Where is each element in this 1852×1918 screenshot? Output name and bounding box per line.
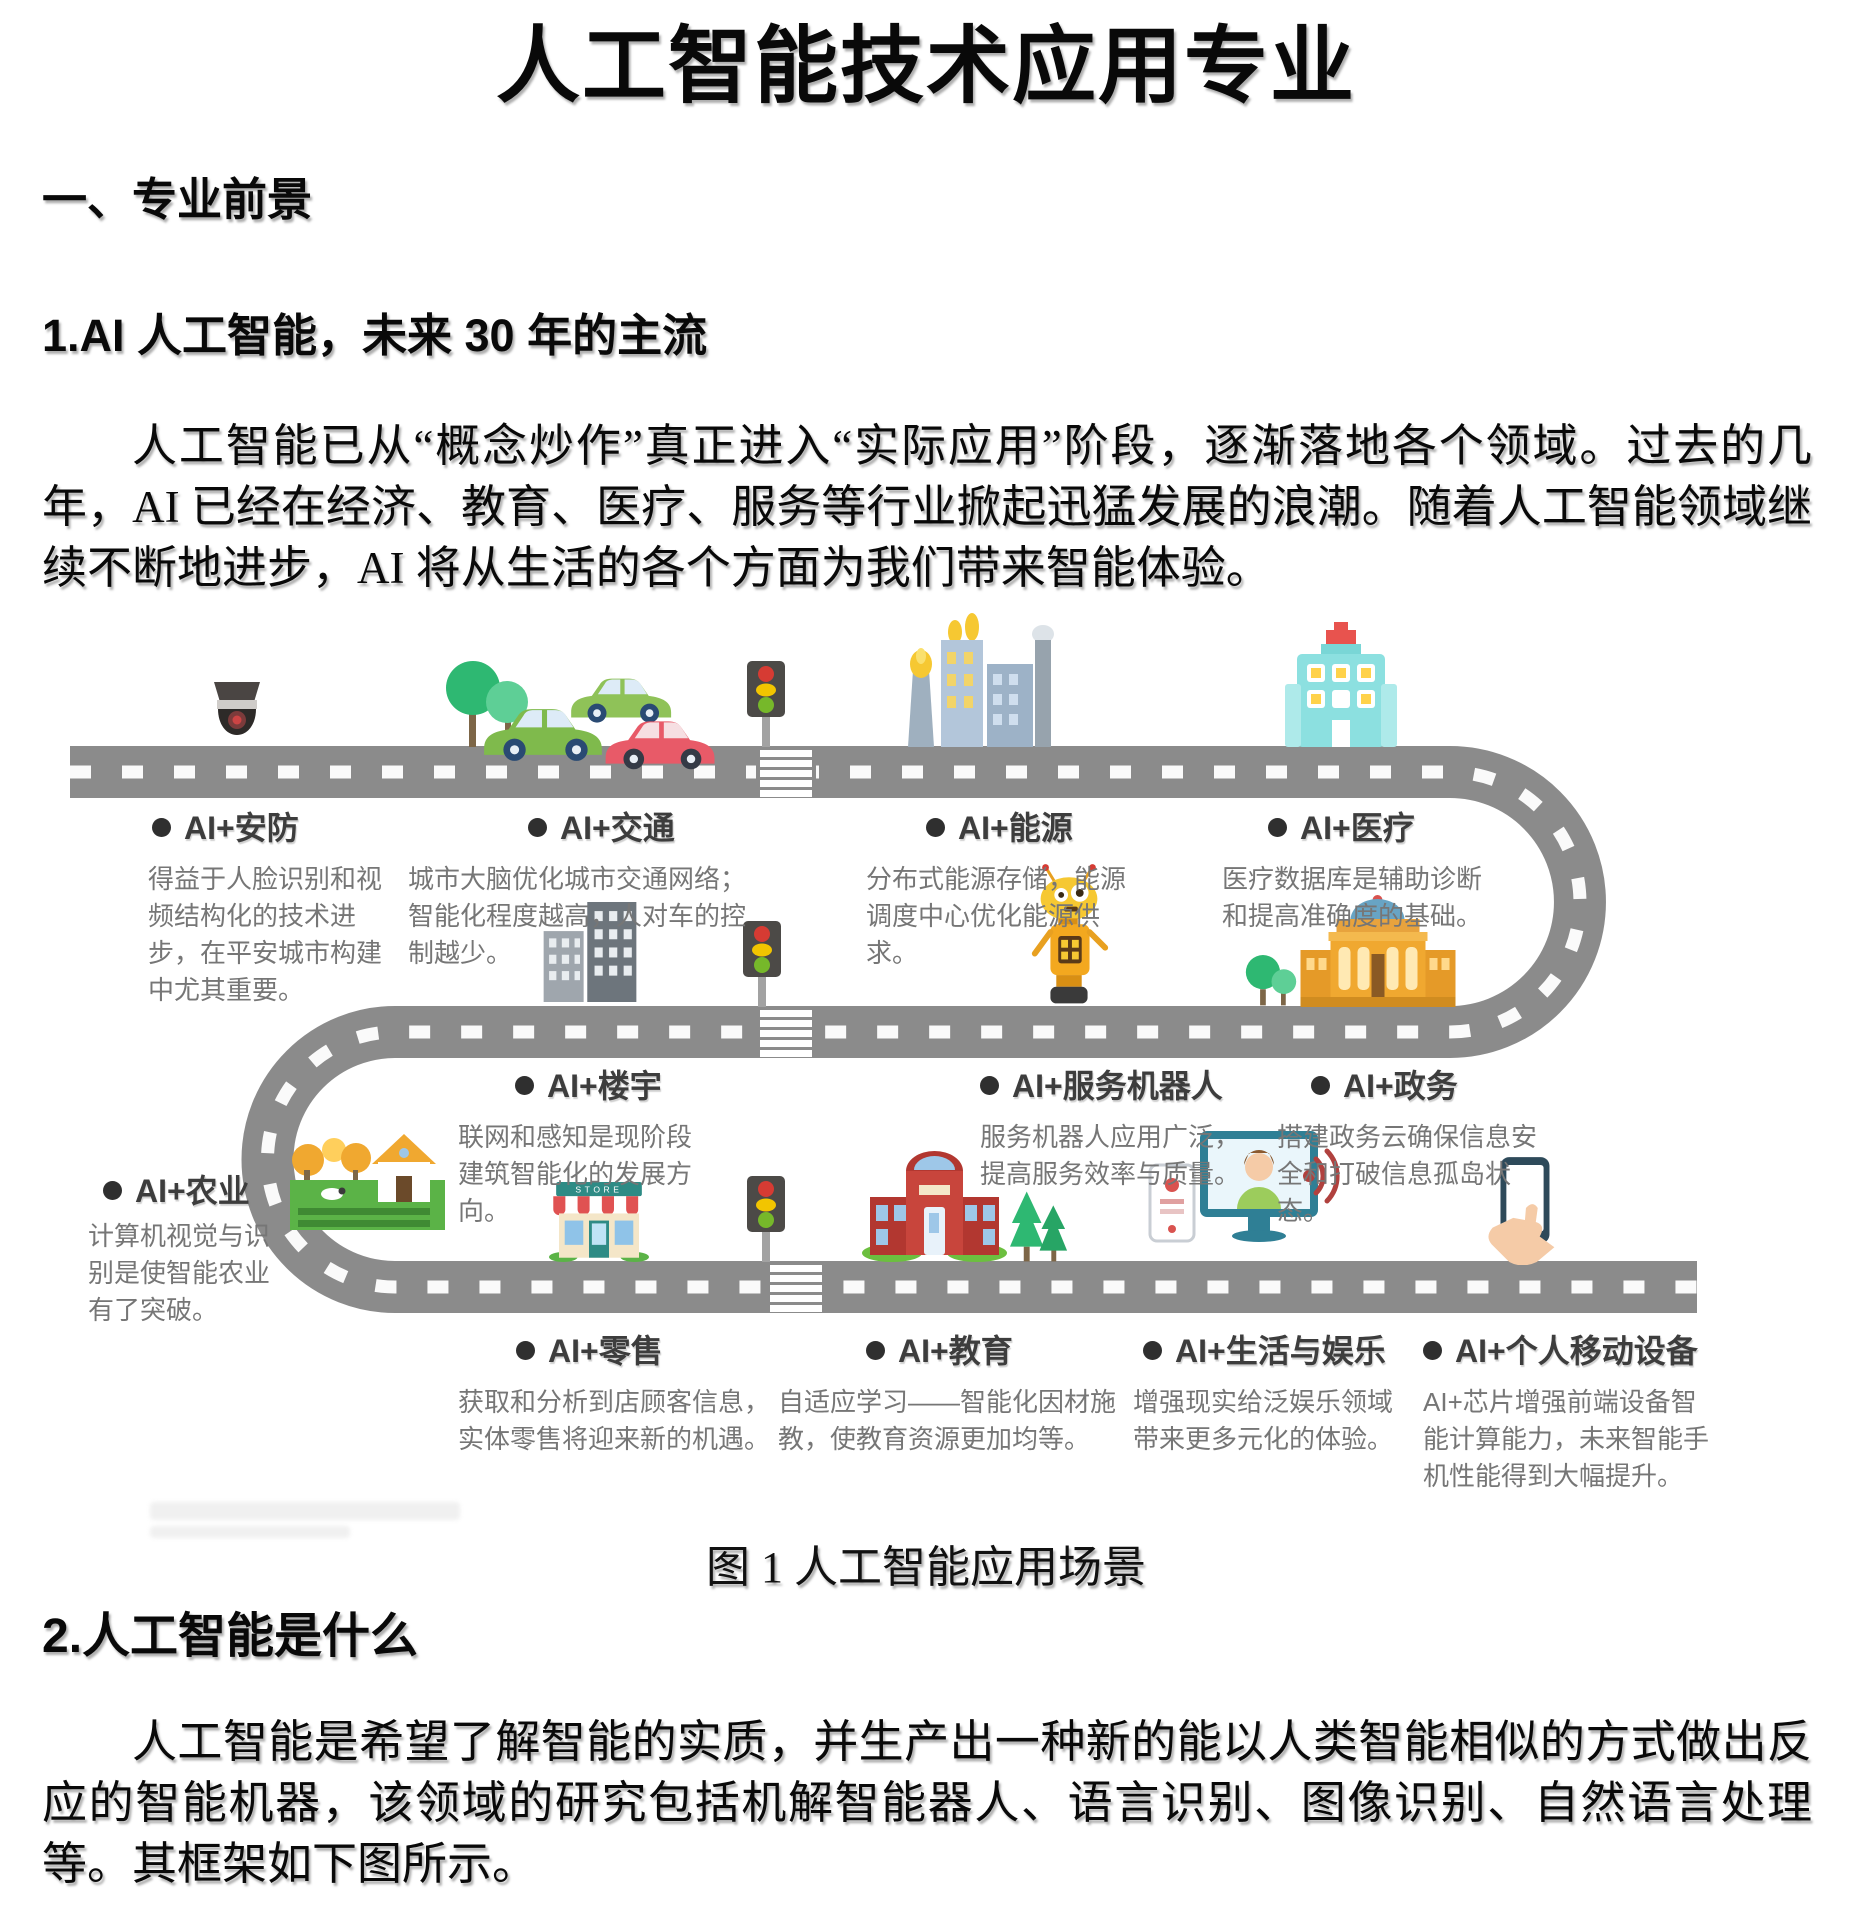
fig-item-traffic: AI+交通 城市大脑优化城市交通网络；智能化程度越高，人对车的控制越少。 [408,809,748,972]
fig-item-label: AI+个人移动设备 [1455,1332,1698,1369]
faded-watermark [150,1501,460,1520]
hand-phone-icon [1488,1156,1555,1265]
red-car-icon [605,721,715,769]
fig-item-desc: 分布式能源存储，能源调度中心优化能源供求。 [866,863,1127,968]
section-heading-prospects: 一、专业前景 [42,174,313,226]
fig-item-desc: 增强现实给泛娱乐领域带来更多元化的体验。 [1133,1386,1394,1454]
paragraph-2: 人工智能是希望了解智能的实质，并生产出一种新的能以人类智能相似的方式做出反应的智… [42,1717,1812,1890]
bullet-icon [1423,1341,1442,1361]
store-sign-text: STORE [575,1184,622,1194]
bullet-icon [1143,1341,1162,1361]
fig-item-label: AI+能源 [958,809,1073,846]
traffic-light-icon [743,920,781,1007]
fig-item-label: AI+农业 [135,1172,250,1209]
government-building-icon [1300,894,1456,1007]
crosswalk [766,1260,826,1313]
pine-trees-icon [1009,1191,1068,1262]
bullet-icon [516,1341,535,1361]
bullet-icon [528,818,547,838]
telemedicine-screen-icon [1148,1130,1340,1243]
paragraph-1: 人工智能已从“概念炒作”真正进入“实际应用”阶段，逐渐落地各个领域。过去的几年，… [42,420,1812,593]
fig-item-energy: AI+能源 分布式能源存储，能源调度中心优化能源供求。 [866,809,1131,972]
fig-item-label: AI+政务 [1343,1067,1458,1104]
factory-icon [908,612,1054,747]
fig-item-label: AI+交通 [560,809,675,846]
fig-item-label: AI+安防 [184,809,299,846]
figure-caption: 图 1 人工智能应用场景 [706,1542,1146,1592]
fig-item-mobile-device: AI+个人移动设备 AI+芯片增强前端设备智能计算能力，未来智能手机性能得到大幅… [1423,1332,1718,1495]
bullet-icon [152,818,171,838]
store-icon: STORE [549,1181,649,1262]
round-trees-icon [1245,954,1297,1006]
fig-item-education: AI+教育 自适应学习——智能化因材施教，使教育资源更加均等。 [778,1332,1133,1458]
green-car-icon [571,678,672,723]
fig-item-desc: 搭建政务云确保信息安全和打破信息孤岛状态。 [1277,1121,1538,1226]
fig-item-label: AI+零售 [548,1332,663,1369]
fig-item-agriculture: AI+农业 计算机视觉与识别是使智能农业有了突破。 [88,1172,278,1329]
figure-ai-applications: STORE [0,604,1852,1538]
bullet-icon [103,1181,122,1201]
document-page: { "doc": { "title": "人工智能技术应用专业", "secti… [0,21,1852,1918]
bullet-icon [515,1076,534,1096]
fig-item-building: AI+楼宇 联网和感知是现阶段建筑智能化的发展方向。 [458,1067,708,1230]
faded-watermark [150,1525,350,1538]
bullet-icon [1268,818,1287,838]
bullet-icon [926,818,945,838]
subsection-heading-2: 2.人工智能是什么 [42,1609,419,1663]
road-graphic [70,745,1697,1313]
fig-item-label: AI+服务机器人 [1012,1067,1223,1104]
fig-item-desc: 联网和感知是现阶段建筑智能化的发展方向。 [458,1121,693,1226]
traffic-light-icon [747,1175,785,1262]
fig-item-medical: AI+医疗 医疗数据库是辅助诊断和提高准确度的基础。 [1222,809,1494,935]
fig-item-desc: AI+芯片增强前端设备智能计算能力，未来智能手机性能得到大幅提升。 [1423,1386,1710,1491]
page-title: 人工智能技术应用专业 [495,21,1356,114]
fig-item-desc: 医疗数据库是辅助诊断和提高准确度的基础。 [1222,863,1483,931]
crosswalk [756,745,816,798]
crosswalk [756,1005,816,1058]
green-car-icon [484,708,602,761]
fig-item-desc: 获取和分析到店顾客信息，实体零售将迎来新的机遇。 [458,1386,771,1454]
fig-item-desc: 得益于人脸识别和视频结构化的技术进步，在平安城市构建中尤其重要。 [148,863,383,1005]
robot-icon [1031,863,1109,1004]
fig-item-desc: 城市大脑优化城市交通网络；智能化程度越高，人对车的控制越少。 [408,863,747,968]
fig-item-service-robot: AI+服务机器人 服务机器人应用广泛，提高服务效率与质量。 [980,1067,1245,1193]
fig-item-government: AI+政务 搭建政务云确保信息安全和打破信息孤岛状态。 [1277,1067,1542,1230]
bullet-icon [1311,1076,1330,1096]
fig-item-label: AI+医疗 [1300,809,1415,846]
bullet-icon [866,1341,885,1361]
fig-item-retail: AI+零售 获取和分析到店顾客信息，实体零售将迎来新的机遇。 [458,1332,773,1458]
farm-icon [290,1133,445,1230]
fig-item-life-entertainment: AI+生活与娱乐 增强现实给泛娱乐领域带来更多元化的体验。 [1133,1332,1405,1458]
school-icon [862,1150,1007,1262]
fig-item-label: AI+生活与娱乐 [1175,1332,1386,1369]
fig-item-label: AI+楼宇 [547,1067,662,1104]
road-center-dashes [70,765,1697,1294]
cctv-camera-icon [214,681,260,735]
subsection-heading-1: 1.AI 人工智能，未来 30 年的主流 [42,309,708,361]
fig-item-security: AI+安防 得益于人脸识别和视频结构化的技术进步，在平安城市构建中尤其重要。 [148,809,398,1009]
fig-item-desc: 自适应学习——智能化因材施教，使教育资源更加均等。 [778,1386,1117,1454]
fig-item-desc: 计算机视觉与识别是使智能农业有了突破。 [88,1220,271,1325]
bullet-icon [980,1076,999,1096]
fig-item-desc: 服务机器人应用广泛，提高服务效率与质量。 [980,1121,1241,1189]
traffic-light-icon [747,660,785,747]
fig-item-label: AI+教育 [898,1332,1013,1369]
hospital-icon [1285,621,1397,747]
city-buildings-icon [543,901,637,1002]
